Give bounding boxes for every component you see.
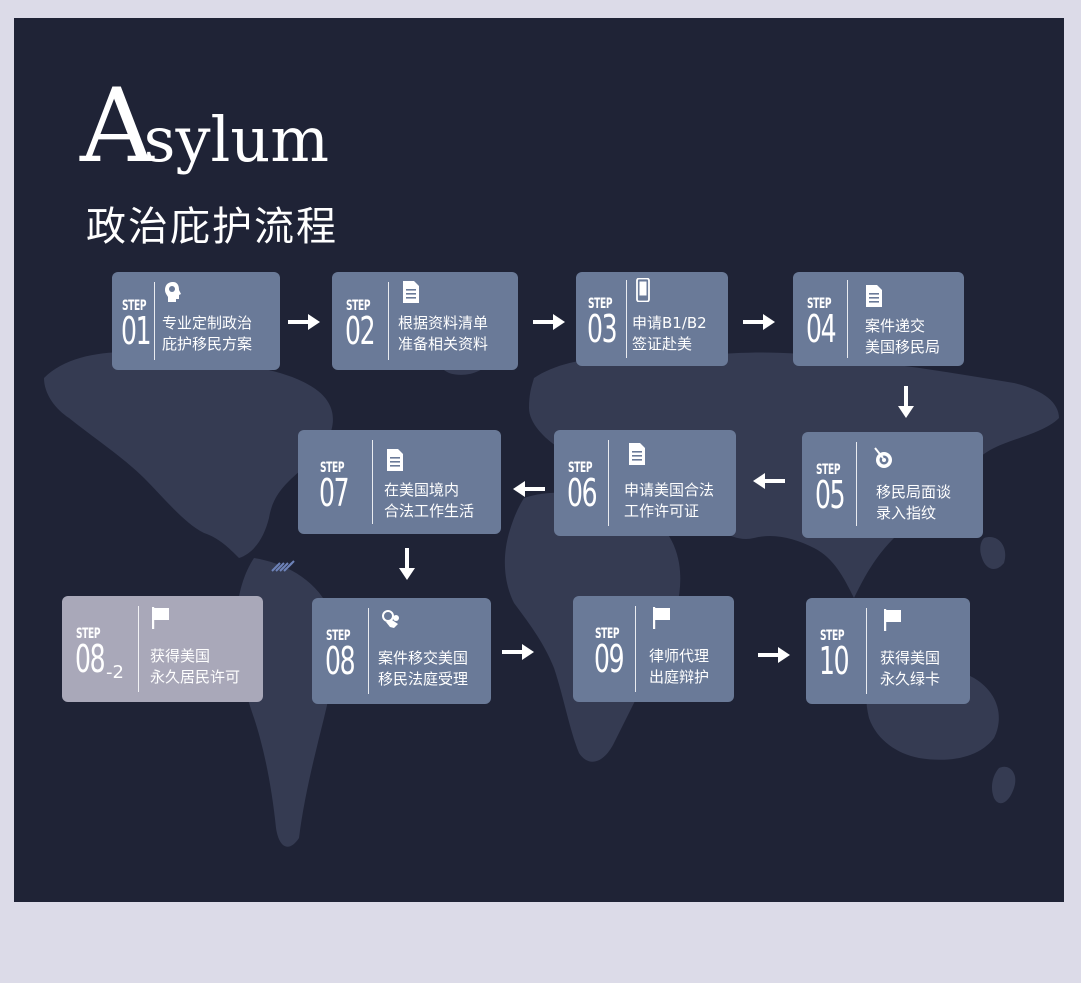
step-card-02: STEP 02 根据资料清单准备相关资料 — [332, 272, 518, 370]
flag-icon — [152, 607, 169, 629]
step-number: 03 — [587, 307, 618, 351]
step-card-08-2: STEP 08 -2 获得美国永久居民许可 — [62, 596, 263, 702]
lightbulb-head-icon — [165, 282, 181, 302]
step-number: 09 — [594, 637, 625, 681]
step-text: 获得美国永久绿卡 — [880, 649, 941, 688]
step-number: 07 — [319, 471, 350, 515]
step-card-01: STEP 01 专业定制政治庇护移民方案 — [112, 272, 280, 370]
step-text: 申请美国合法工作许可证 — [624, 481, 715, 520]
step-text: 在美国境内合法工作生活 — [384, 481, 475, 520]
step-label: STEP — [568, 460, 593, 476]
arrow-down-7-8 — [399, 548, 415, 580]
step-text: 律师代理出庭辩护 — [649, 647, 710, 686]
arrow-left-6-7 — [513, 481, 545, 497]
step-label: STEP — [588, 296, 613, 312]
step-label: STEP — [76, 626, 101, 642]
step-number: 05 — [815, 473, 846, 517]
step-label: STEP — [346, 298, 371, 314]
step-card-08: STEP 08 案件移交美国移民法庭受理 — [312, 598, 491, 704]
flag-icon — [653, 607, 670, 629]
step-card-09: STEP 09 律师代理出庭辩护 — [573, 596, 734, 702]
step-text: 案件递交美国移民局 — [865, 317, 941, 356]
phone-icon — [636, 278, 650, 302]
flag-icon — [884, 609, 901, 631]
target-icon — [874, 447, 892, 468]
step-label: STEP — [807, 296, 832, 312]
map-marker-icon — [271, 560, 295, 572]
title-asylum: Asylum — [80, 67, 330, 186]
step-card-06: STEP 06 申请美国合法工作许可证 — [554, 430, 736, 536]
step-number: 08 — [75, 637, 106, 681]
step-number: 02 — [345, 309, 376, 353]
step-text: 移民局面谈录入指纹 — [876, 483, 952, 522]
arrow-left-5-6 — [753, 473, 785, 489]
document-icon — [866, 285, 882, 307]
step-text: 专业定制政治庇护移民方案 — [162, 314, 253, 353]
title-subtitle: 政治庇护流程 — [86, 204, 338, 250]
step-text: 获得美国永久居民许可 — [150, 647, 241, 686]
document-icon — [403, 281, 419, 303]
document-icon — [387, 449, 403, 471]
step-label: STEP — [820, 628, 845, 644]
arrow-right-2-3 — [533, 314, 565, 330]
step-label: STEP — [320, 460, 345, 476]
poster-panel: Asylum 政治庇护流程 STEP 01 专业定制政治庇护移民方案 STEP … — [14, 18, 1064, 902]
step-card-05: STEP 05 移民局面谈录入指纹 — [802, 432, 983, 538]
step-label: STEP — [595, 626, 620, 642]
step-number: 08 — [325, 639, 356, 683]
step-card-07: STEP 07 在美国境内合法工作生活 — [298, 430, 501, 534]
handshake-icon — [382, 610, 399, 628]
step-card-10: STEP 10 获得美国永久绿卡 — [806, 598, 970, 704]
arrow-right-9-10 — [758, 647, 790, 663]
step-suffix: -2 — [106, 662, 124, 683]
arrow-right-8-9 — [502, 644, 534, 660]
step-label: STEP — [816, 462, 841, 478]
step-number: 10 — [819, 639, 850, 683]
arrow-right-3-4 — [743, 314, 775, 330]
step-number: 04 — [806, 307, 837, 351]
arrow-right-1-2 — [288, 314, 320, 330]
step-text: 案件移交美国移民法庭受理 — [378, 649, 469, 688]
step-card-04: STEP 04 案件递交美国移民局 — [793, 272, 964, 366]
document-icon — [629, 443, 645, 465]
step-label: STEP — [326, 628, 351, 644]
arrow-down-4-5 — [898, 386, 914, 418]
step-number: 06 — [567, 471, 598, 515]
step-label: STEP — [122, 298, 147, 314]
step-number: 01 — [121, 309, 152, 353]
step-text: 根据资料清单准备相关资料 — [398, 314, 489, 353]
